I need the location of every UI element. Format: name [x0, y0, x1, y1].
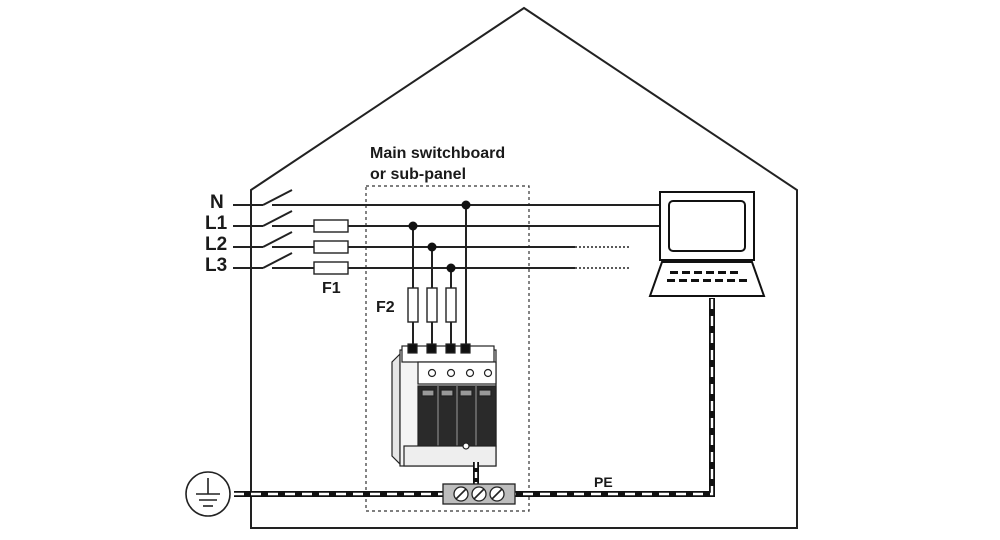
conductor-label-l2: L2	[205, 234, 227, 255]
switchboard-boundary	[365, 185, 530, 512]
pe-conductor	[234, 298, 715, 497]
panel-title-line2: or sub-panel	[370, 166, 466, 183]
house-outline	[250, 6, 798, 529]
terminal-block	[442, 483, 516, 505]
pe-label: PE	[594, 474, 613, 490]
main-switch	[233, 189, 293, 269]
fuse-f2	[407, 287, 457, 323]
panel-title-line1: Main switchboard	[370, 145, 505, 162]
conductor-label-l3: L3	[205, 255, 227, 276]
junction-dots	[408, 200, 471, 273]
conductor-continuation	[575, 246, 630, 269]
fuse-f1-label: F1	[322, 280, 341, 297]
computer-icon	[648, 191, 766, 297]
fuse-f2-label: F2	[376, 299, 395, 316]
conductor-lines	[272, 204, 665, 269]
conductor-label-l1: L1	[205, 213, 228, 234]
earth-ground-icon	[185, 471, 231, 517]
conductor-label-n: N	[210, 192, 224, 213]
fuse-f1	[313, 219, 349, 275]
surge-protective-device	[391, 343, 497, 467]
